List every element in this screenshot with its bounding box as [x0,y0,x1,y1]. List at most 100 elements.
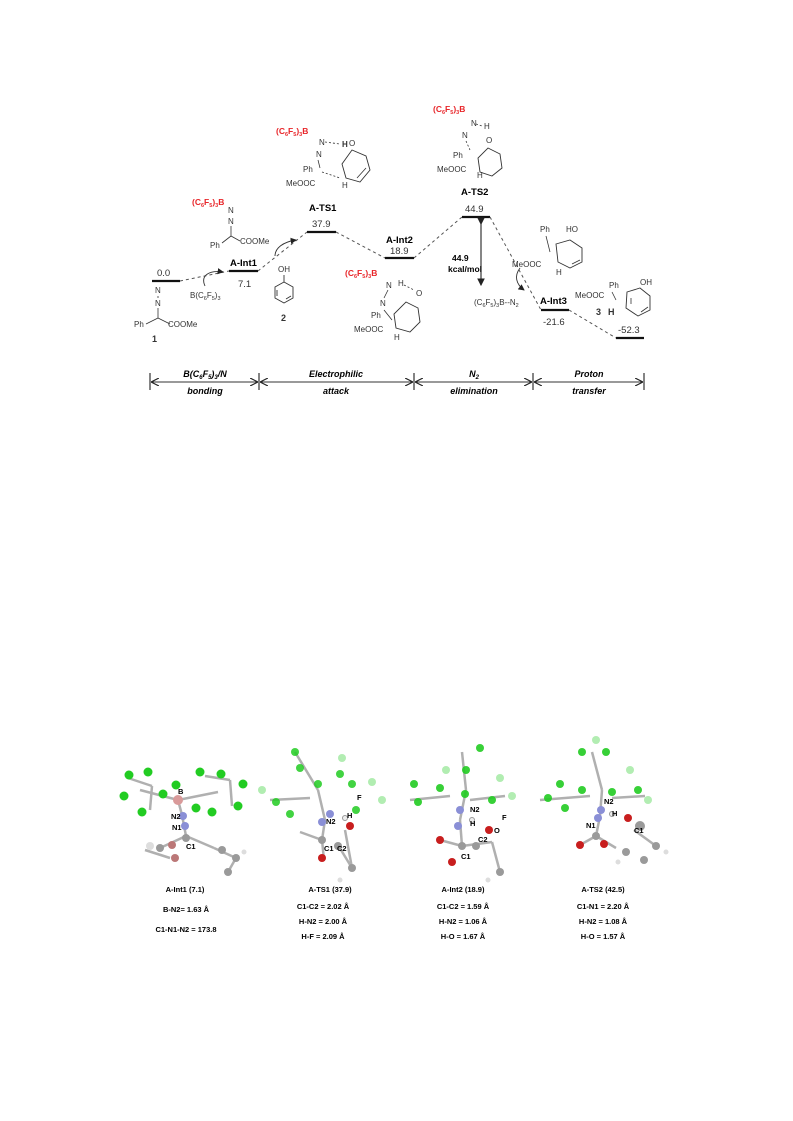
label-a-ts2: A-TS2 [461,187,488,198]
svg-text:B: B [178,787,184,796]
borane-addition-arrow [203,268,224,287]
svg-text:H: H [608,307,615,317]
svg-text:N: N [462,131,468,140]
caption-param-2b: H-N2 = 2.00 Å [299,917,348,926]
label-a-int1: A-Int1 [230,258,258,269]
caption-param-3c: H-O = 1.67 Å [441,932,486,941]
compound-number-1: 1 [152,334,157,344]
svg-text:H: H [484,122,490,131]
svg-text:(C6F5)3B: (C6F5)3B [345,268,377,280]
svg-text:C2: C2 [337,844,347,853]
energy-product: -52.3 [618,325,640,336]
svg-text:HO: HO [566,225,578,234]
stage-2-line1: Electrophilic [309,369,363,379]
svg-text:Ph: Ph [134,320,144,329]
geometry-a-ts2: N2 N1 H C1 [539,736,669,865]
energy-a-ts2: 44.9 [465,204,484,215]
stage-2-line2: attack [323,386,350,396]
energy-a-int2: 18.9 [390,246,409,257]
svg-text:N: N [471,119,477,128]
geometry-a-ts1: N2 C1 C2 H F [258,748,386,883]
svg-text:MeOOC: MeOOC [575,291,605,300]
svg-text:N1: N1 [172,823,182,832]
svg-text:Ph: Ph [453,151,463,160]
n2-release-arrow [516,267,525,291]
svg-text:Ph: Ph [609,281,619,290]
svg-text:H: H [612,809,617,818]
svg-text:N: N [386,281,392,290]
svg-text:OH: OH [640,278,652,287]
structure-phenol-2: OH 2 [274,237,297,323]
caption-param-1b: C1-N1-N2 = 173.8 [155,925,216,934]
energy-a-ts1: 37.9 [312,219,331,230]
released-borane-n2: (C6F5)3B--N2 [474,298,519,309]
svg-text:N: N [155,286,161,295]
structure-a-ts2: (C6F5)3B N H N O Ph MeOOC H [433,104,503,180]
geometry-a-int1: B N2 N1 C1 [119,767,248,876]
energy-a-int3: -21.6 [543,317,565,328]
caption-param-3a: C1-C2 = 1.59 Å [437,902,490,911]
energy-profile: 0.0 7.1 37.9 18.9 44.9 -21.6 -52.3 A-Int… [134,104,652,344]
svg-text:H: H [556,268,562,277]
compound-number-3: 3 [596,307,601,317]
svg-text:C1: C1 [324,844,334,853]
svg-text:N1: N1 [586,821,596,830]
structure-product-3: Ph OH MeOOC 3 H [575,278,652,317]
svg-text:COOMe: COOMe [240,237,270,246]
caption-title-2: A-TS1 (37.9) [308,885,352,894]
svg-text:H: H [470,819,475,828]
svg-text:O: O [416,289,422,298]
stage-4-line2: transfer [572,386,606,396]
connectors [179,216,617,339]
svg-text:N: N [155,299,161,308]
caption-param-4c: H-O = 1.57 Å [581,932,626,941]
stage-1-line2: bonding [187,386,223,396]
svg-text:MeOOC: MeOOC [354,325,384,334]
caption-title-1: A-Int1 (7.1) [166,885,205,894]
reagent-borane: B(C6F5)3 [190,291,221,302]
svg-text:Ph: Ph [371,311,381,320]
label-a-int3: A-Int3 [540,296,567,307]
caption-param-4b: H-N2 = 1.08 Å [579,917,628,926]
structure-a-int2: (C6F5)3B N H O N Ph MeOOC H [345,268,422,342]
svg-text:O: O [349,139,355,148]
svg-text:(C6F5)3B: (C6F5)3B [433,104,465,116]
label-a-ts1: A-TS1 [309,203,337,214]
caption-title-4: A-TS2 (42.5) [581,885,625,894]
barrier-value: 44.9 [452,253,469,263]
svg-text:C1: C1 [186,842,196,851]
geometry-a-int2: N2 H C1 C2 O F [409,744,516,883]
svg-text:O: O [494,826,500,835]
svg-text:MeOOC: MeOOC [437,165,467,174]
svg-text:O: O [486,136,492,145]
svg-text:H: H [342,181,348,190]
svg-text:Ph: Ph [210,241,220,250]
svg-text:C1: C1 [634,826,644,835]
svg-text:N: N [228,217,234,226]
structure-a-ts1: (C6F5)3B N N H O Ph MeOOC H [276,126,371,190]
svg-text:Ph: Ph [540,225,550,234]
svg-text:N: N [380,299,386,308]
svg-text:N2: N2 [171,812,181,821]
caption-param-3b: H-N2 = 1.06 Å [439,917,488,926]
svg-text:H: H [347,811,352,820]
geometry-captions: A-Int1 (7.1) B-N2= 1.63 Å C1-N1-N2 = 173… [155,885,629,941]
svg-text:Ph: Ph [303,165,313,174]
structure-diazo-1: N N Ph COOMe 1 [134,286,198,344]
stage-bar: B(C6F5)3/N bonding Electrophilic attack … [149,369,645,396]
svg-text:COOMe: COOMe [168,320,198,329]
svg-text:N: N [316,150,322,159]
stage-1-line1: B(C6F5)3/N [183,369,227,381]
stage-3-line1: N2 [469,369,480,381]
svg-text:F: F [357,793,362,802]
caption-title-3: A-Int2 (18.9) [442,885,485,894]
energy-a-int1: 7.1 [238,279,251,290]
svg-text:H: H [477,171,483,180]
structure-a-int1: (C6F5)3B N N Ph COOMe [192,197,270,250]
barrier-unit: kcal/mol [448,264,482,274]
label-a-int2: A-Int2 [386,235,413,246]
caption-param-2c: H-F = 2.09 Å [301,932,345,941]
svg-text:N2: N2 [470,805,480,814]
svg-text:F: F [502,813,507,822]
